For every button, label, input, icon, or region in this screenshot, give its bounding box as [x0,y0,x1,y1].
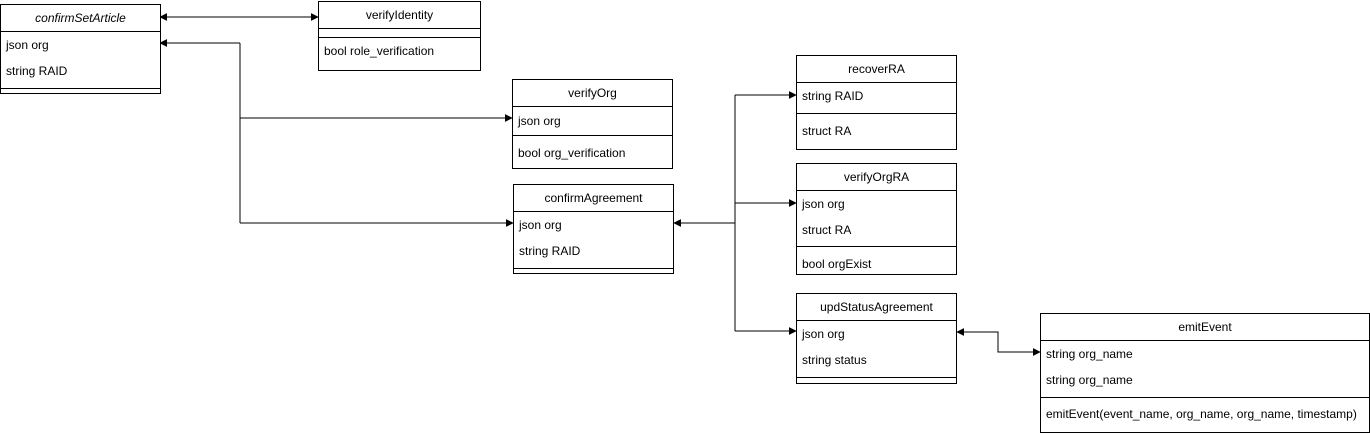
class-title: recoverRA [797,56,956,83]
class-recoverra[interactable]: recoverRA string RAID struct RA [796,55,957,150]
method: bool role_verification [324,44,435,58]
class-emitevent[interactable]: emitEvent string org_name string org_nam… [1040,313,1370,433]
class-verifyidentity[interactable]: verifyIdentity bool role_verification [318,1,481,71]
class-confirmagreement[interactable]: confirmAgreement json org string RAID [513,184,674,274]
field: string RAID [519,244,581,258]
class-title: verifyIdentity [319,2,480,29]
class-confirmsetarticle[interactable]: confirmSetArticle json org string RAID [0,4,161,94]
class-title: verifyOrgRA [797,164,956,191]
field: json org [519,218,562,232]
field: json org [802,197,845,211]
class-title: confirmAgreement [514,185,673,212]
method: bool org_verification [518,146,626,160]
methods-section [514,269,673,273]
methods-section [1,89,160,93]
fields-section: json org [513,107,672,136]
field: string org_name [1046,347,1133,361]
method: emitEvent(event_name, org_name, org_name… [1046,407,1357,421]
class-verifyorgra[interactable]: verifyOrgRA json org struct RA bool orgE… [796,163,957,275]
fields-section [319,29,480,38]
field: json org [802,327,845,341]
method: struct RA [802,124,852,138]
field: json org [518,114,561,128]
class-title: verifyOrg [513,80,672,107]
field: struct RA [802,223,852,237]
field: string status [802,353,867,367]
class-title: confirmSetArticle [1,5,160,32]
methods-section: bool orgExist [797,247,956,275]
field: json org [6,38,49,52]
method: bool orgExist [802,257,872,271]
methods-section: bool org_verification [513,136,672,168]
methods-section: emitEvent(event_name, org_name, org_name… [1041,398,1369,430]
fields-section: json org string status [797,321,956,378]
fields-section: string org_name string org_name [1041,341,1369,398]
field: string RAID [802,89,864,103]
methods-section: struct RA [797,114,956,150]
fields-section: json org string RAID [1,32,160,89]
class-verifyorg[interactable]: verifyOrg json org bool org_verification [512,79,673,169]
methods-section [797,378,956,382]
fields-section: string RAID [797,83,956,114]
edge-updstatus-emitevent [956,328,1041,356]
class-updstatusagreement[interactable]: updStatusAgreement json org string statu… [796,293,957,384]
fields-section: json org string RAID [514,212,673,269]
fields-section: json org struct RA [797,191,956,247]
methods-section: bool role_verification [319,38,480,64]
class-title: emitEvent [1041,314,1369,341]
field: string org_name [1046,373,1133,387]
field: string RAID [6,64,68,78]
class-title: updStatusAgreement [797,294,956,321]
